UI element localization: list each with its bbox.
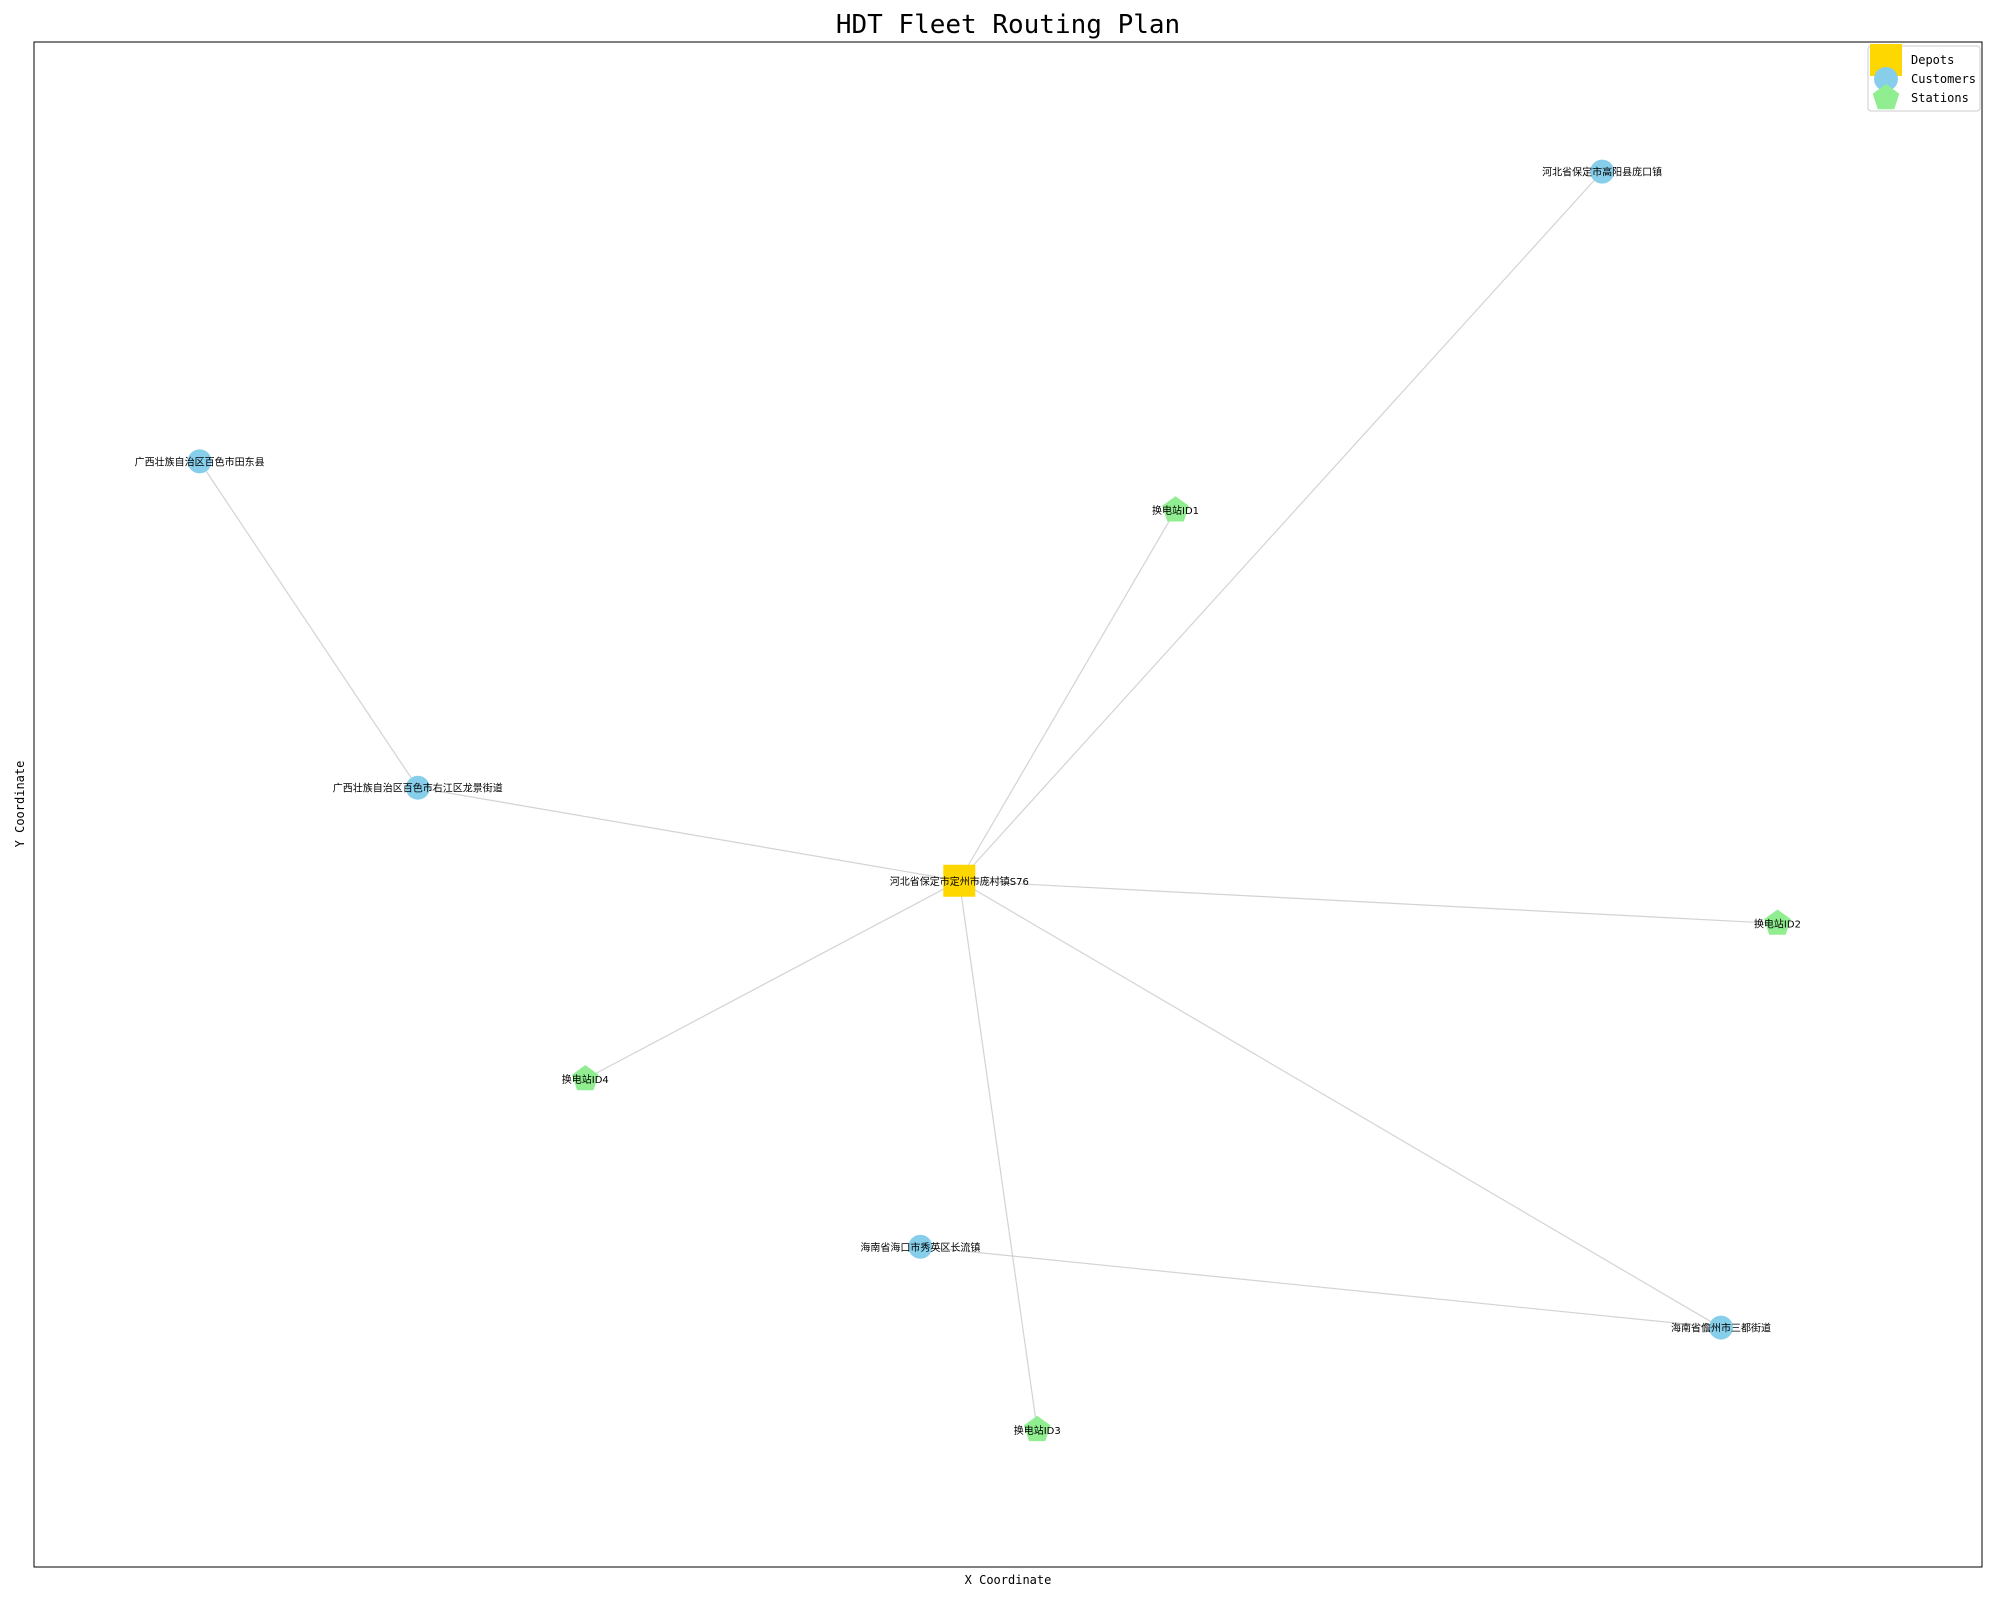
route-edge [958,171,1603,882]
customer-label: 广西壮族自治区百色市右江区龙景街道 [333,782,503,795]
chart-title: HDT Fleet Routing Plan [836,10,1180,40]
customer-node [405,775,430,800]
station-node [1764,909,1791,935]
y-axis-label: Y Coordinate [13,761,27,848]
legend-label-customers: Customers [1911,72,1976,86]
customer-node [1708,1315,1733,1340]
station-label: 换电站ID4 [562,1073,609,1086]
station-label: 换电站ID1 [1152,504,1199,517]
route-edge [958,880,1722,1329]
route-edge [958,509,1177,882]
route-edge [417,787,960,882]
station-node [572,1065,599,1091]
customer-node [1590,159,1615,184]
route-edge [920,1246,1722,1329]
customer-label: 广西壮族自治区百色市田东县 [135,455,265,468]
station-label: 换电站ID3 [1014,1424,1061,1437]
station-node [1162,496,1189,522]
station-node [1023,1415,1051,1442]
depot-node [943,864,976,897]
route-edge [199,461,419,789]
legend-label-stations: Stations [1911,91,1969,105]
customer-label: 海南省海口市秀英区长流镇 [860,1241,980,1254]
station-label: 换电站ID2 [1754,917,1801,930]
route-nodes [187,159,1791,1442]
legend-marker-stations [1872,84,1900,110]
route-edge [959,880,1778,925]
route-edge [958,880,1038,1430]
route-edges [199,171,1778,1430]
customer-node [187,449,212,474]
depot-label: 河北省保定市定州市庞村镇S76 [890,875,1029,888]
legend-label-depots: Depots [1911,53,1954,67]
route-edge [585,880,960,1080]
plot-frame [33,41,1983,1568]
legend-marker-customers [1874,67,1898,91]
customer-label: 海南省儋州市三都街道 [1671,1322,1771,1335]
customer-label: 河北省保定市高阳县庞口镇 [1542,166,1662,179]
customer-node [908,1234,933,1259]
node-labels: 河北省保定市定州市庞村镇S76 河北省保定市高阳县庞口镇广西壮族自治区百色市田东县… [135,166,1801,1437]
x-axis-label: X Coordinate [965,1573,1052,1587]
